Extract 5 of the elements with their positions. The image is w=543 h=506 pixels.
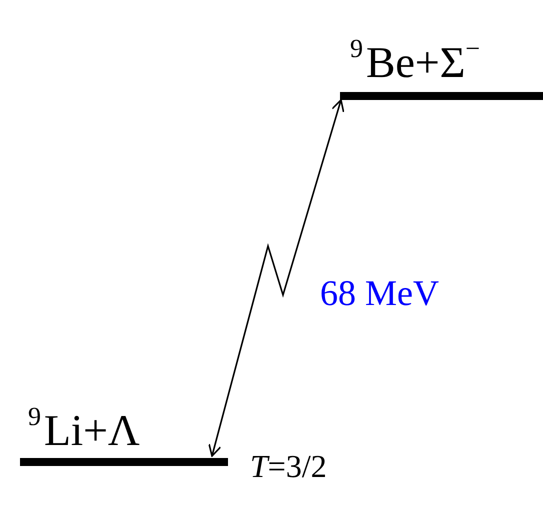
level-label: $^{9}$Be+Σ$^{−}$ [350,33,481,88]
transition-arrow [208,99,344,457]
isospin-label: T=3/2 [250,448,327,485]
level-label: $^{9}$Li+Λ [28,401,140,456]
edge-label: 68 MeV [320,272,439,314]
